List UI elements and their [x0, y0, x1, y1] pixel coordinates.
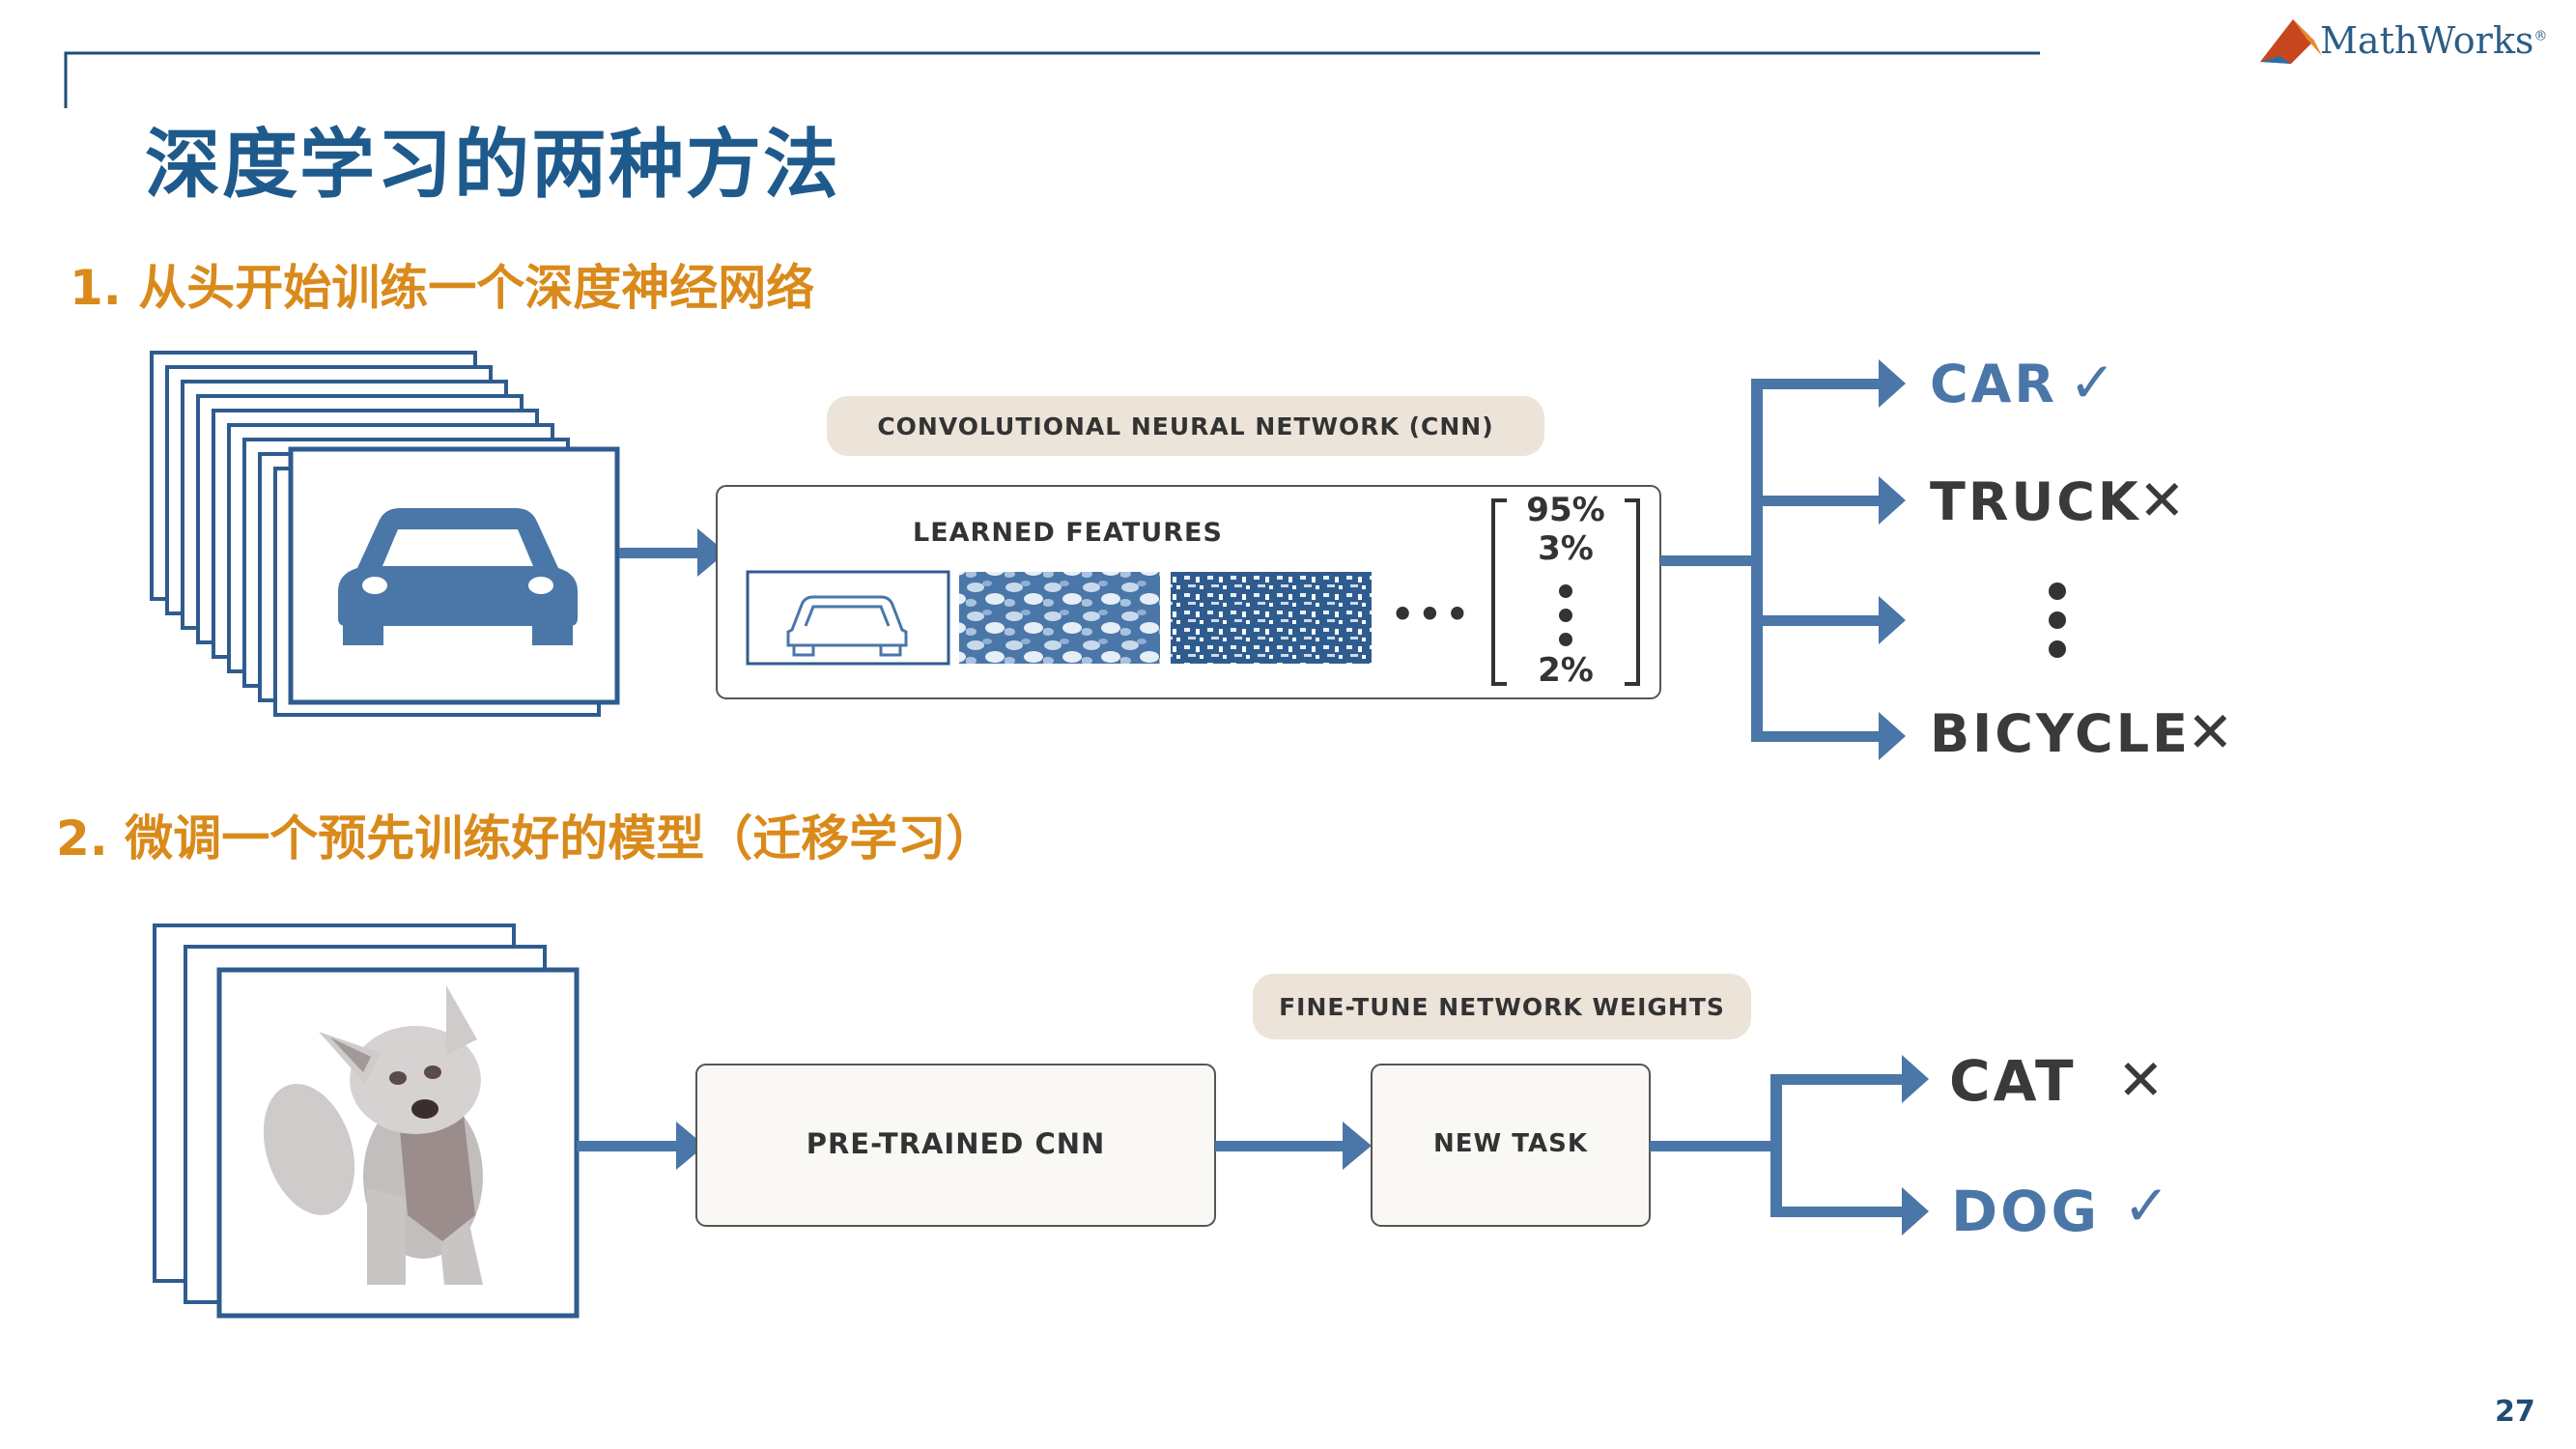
cnn-label-pill: CONVOLUTIONAL NEURAL NETWORK (CNN) — [827, 396, 1544, 456]
output-dog-label: DOG — [1951, 1179, 2101, 1244]
probability-2: 2% — [1538, 651, 1594, 690]
feature-ellipsis: ••• — [1391, 593, 1473, 636]
arrow-to-cnn — [619, 528, 726, 577]
mathworks-logo-icon — [2260, 19, 2322, 64]
header-rule — [64, 51, 2040, 108]
page-title: 深度学习的两种方法 — [145, 122, 841, 209]
finetune-label-pill: FINE-TUNE NETWORK WEIGHTS — [1253, 974, 1751, 1039]
output-branch-arrows — [1660, 359, 1906, 760]
car-windows — [362, 529, 553, 594]
cross-icon: ✕ — [2117, 1047, 2165, 1113]
check-icon: ✓ — [2123, 1173, 2170, 1238]
output-cat-label: CAT — [1949, 1048, 2077, 1114]
feature-tile-blobs — [959, 572, 1160, 664]
cross-icon: ✕ — [2138, 468, 2186, 533]
feature-tile-dots — [1171, 572, 1372, 664]
new-task-label: NEW TASK — [1433, 1129, 1588, 1158]
feature-tile-car — [746, 570, 950, 666]
dog-image-stack — [153, 923, 580, 1319]
output-vertical-dots — [2049, 582, 2066, 658]
small-car-icon — [786, 595, 908, 657]
dog-icon — [263, 985, 483, 1285]
pretrained-cnn-label: PRE-TRAINED CNN — [806, 1127, 1106, 1160]
arrow-to-newtask — [1215, 1122, 1372, 1170]
vector-dots — [1559, 584, 1572, 646]
output-car-label: CAR — [1930, 354, 2058, 414]
mathworks-logo-text: MathWorks® — [2320, 19, 2548, 62]
check-icon: ✓ — [2069, 350, 2116, 415]
probability-95: 95% — [1526, 491, 1605, 529]
output-bicycle-label: BICYCLE — [1930, 703, 2191, 764]
section2-heading: 2. 微调一个预先训练好的模型（迁移学习） — [56, 810, 995, 867]
output-truck-label: TRUCK — [1930, 471, 2141, 532]
page-number: 27 — [2495, 1395, 2535, 1429]
learned-features-label: LEARNED FEATURES — [913, 518, 1223, 548]
section1-heading: 1. 从头开始训练一个深度神经网络 — [70, 260, 815, 316]
probability-vector-brackets — [1491, 498, 1640, 686]
arrow-to-pretrained — [577, 1122, 705, 1170]
cross-icon: ✕ — [2187, 699, 2234, 765]
probability-3: 3% — [1538, 529, 1594, 568]
output-branch-arrows-2 — [1650, 1055, 1929, 1236]
